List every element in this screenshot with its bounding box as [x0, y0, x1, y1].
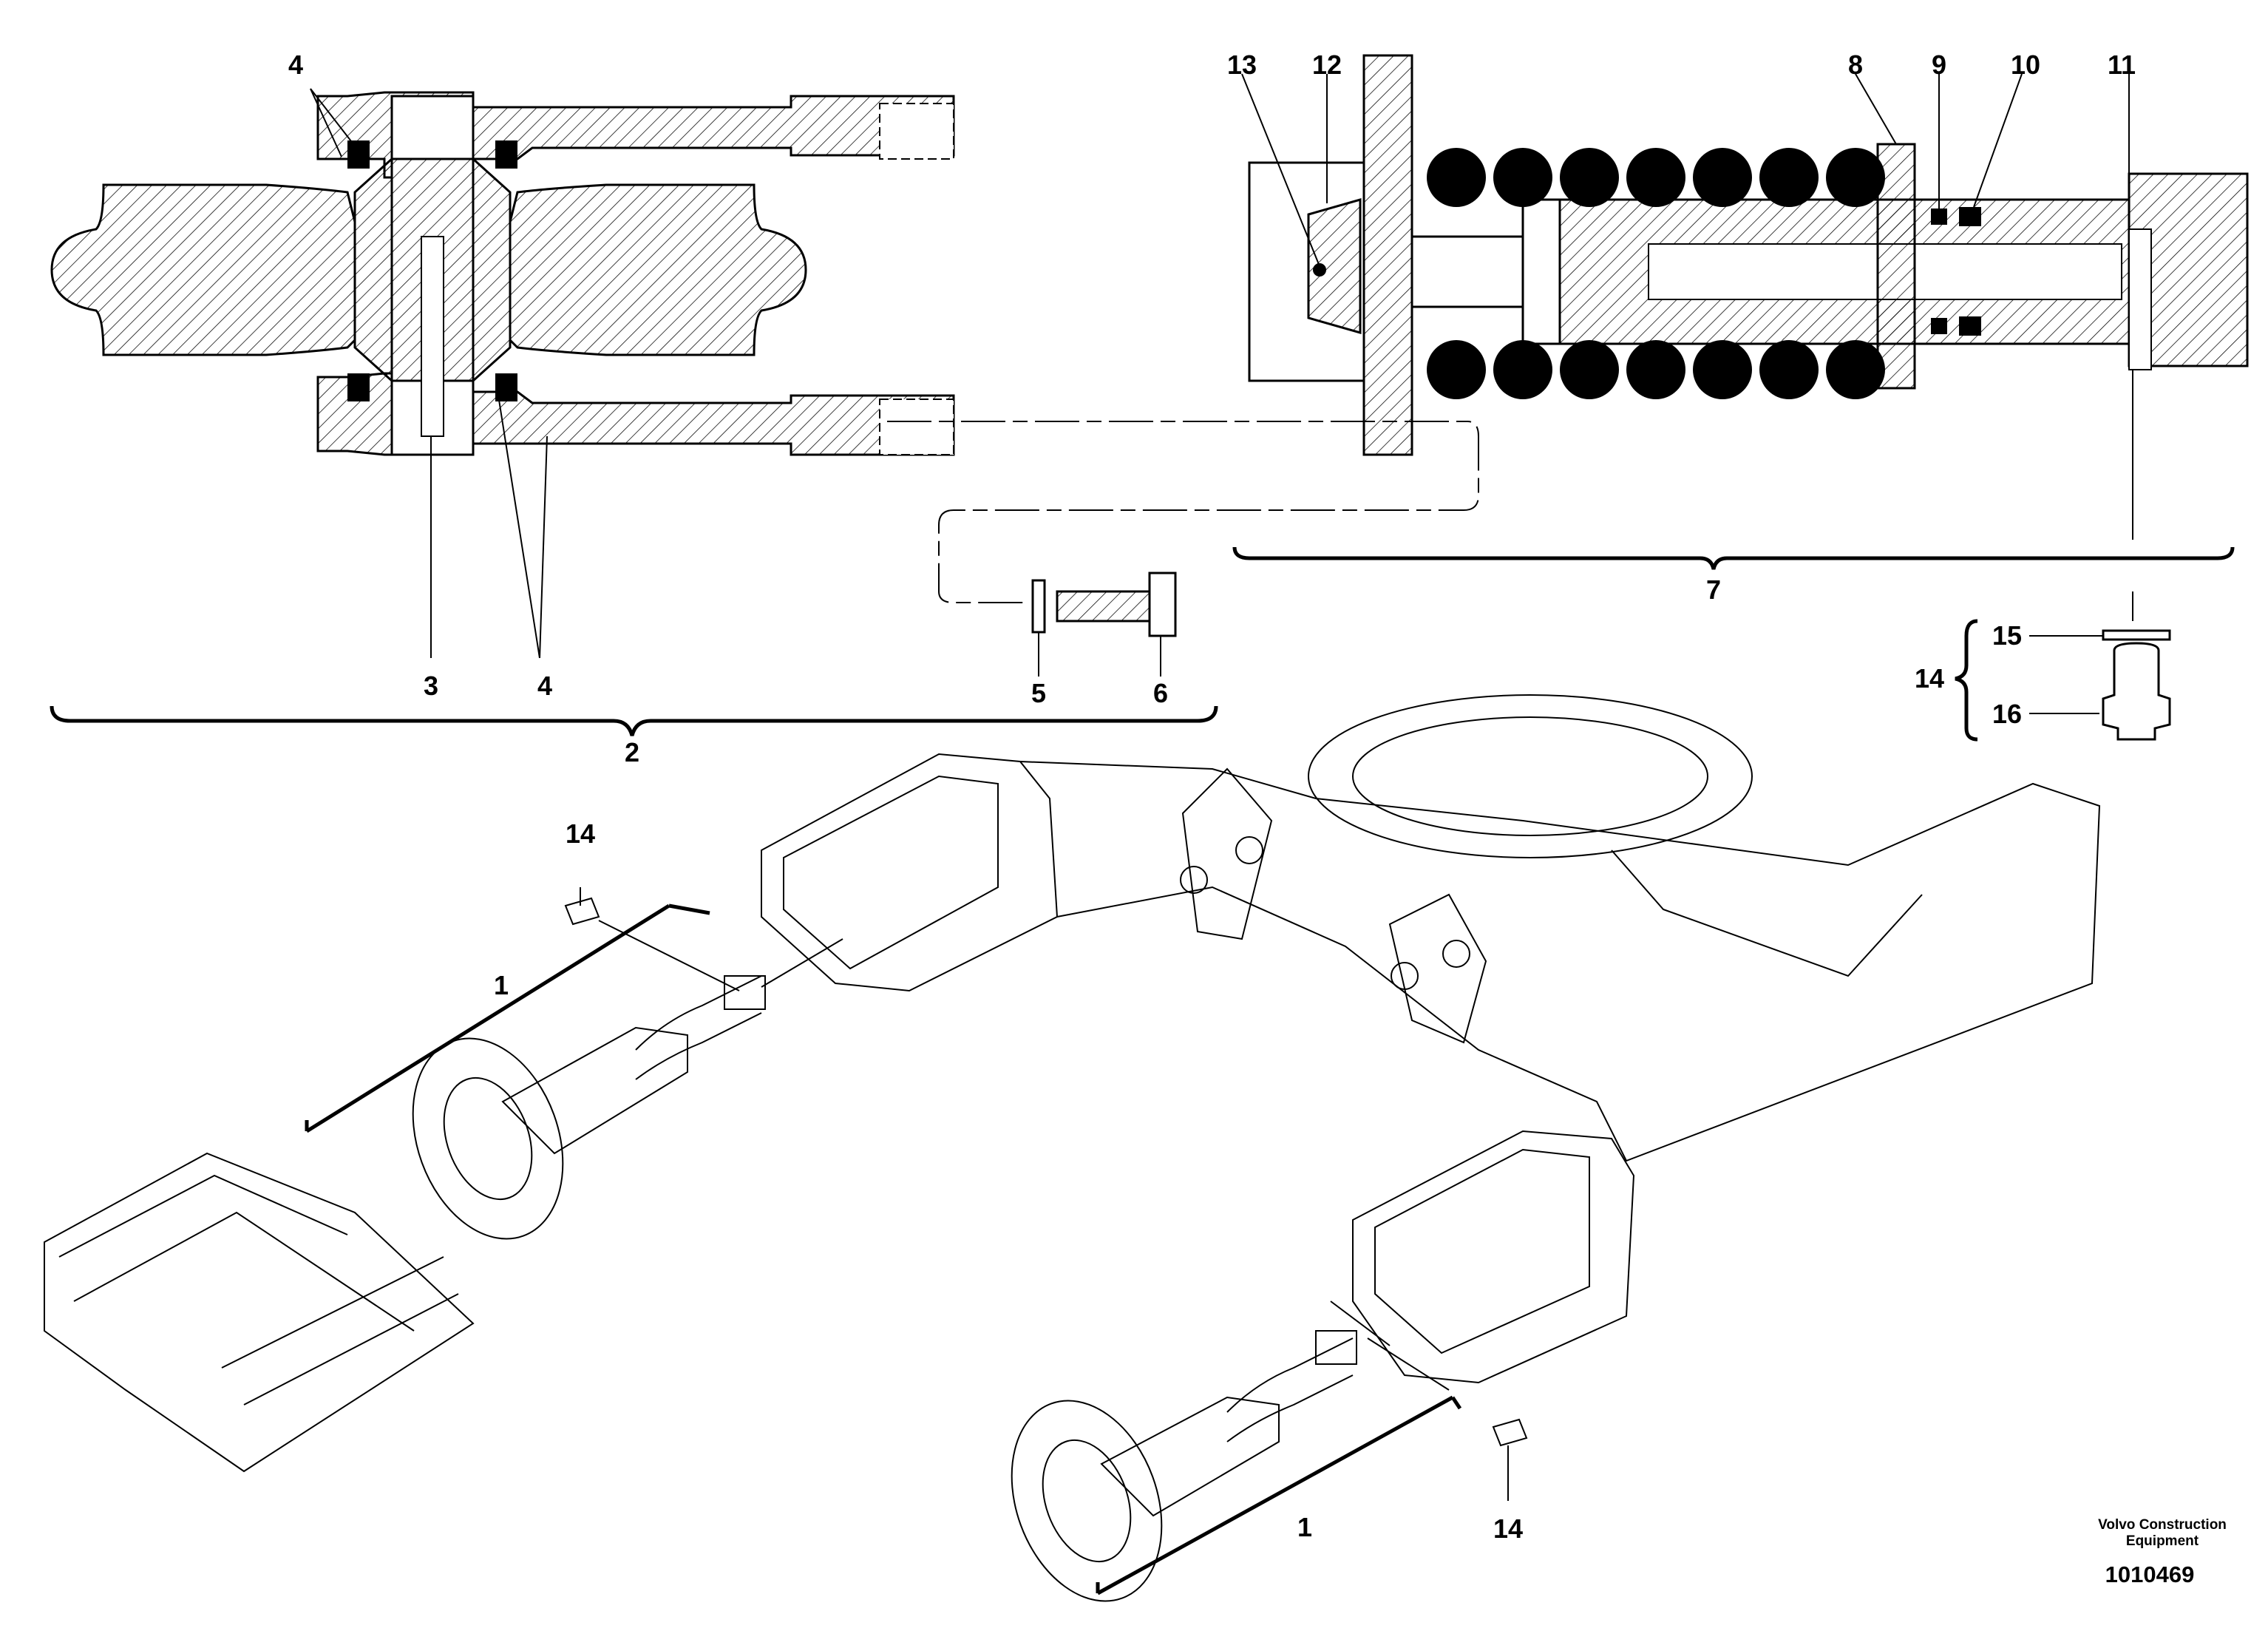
callout-3: 3 [424, 671, 438, 701]
callout-15: 15 [1992, 620, 2022, 651]
nut-12 [1307, 198, 1362, 334]
callout-4-top: 4 [288, 50, 303, 80]
callout-14-upper: 14 [566, 818, 595, 849]
leader-lines [310, 73, 2133, 1501]
footer: Volvo Construction Equipment 1010469 [2098, 1517, 2227, 1587]
callout-12: 12 [1312, 50, 1342, 80]
seal-9-top [1931, 208, 1947, 225]
callout-16: 16 [1992, 699, 2022, 729]
wiper-10-bottom [1959, 316, 1981, 336]
shaft-bore [421, 236, 444, 437]
callout-14-lower: 14 [1493, 1513, 1523, 1544]
callout-4-bottom: 4 [537, 671, 552, 701]
company-name-line1: Volvo Construction [2098, 1517, 2227, 1533]
grease-passage [2128, 228, 2152, 370]
spring-coils [1427, 148, 1885, 399]
seal-top-left [347, 140, 370, 169]
braces [50, 546, 2235, 1596]
callout-1-lower: 1 [1297, 1512, 1312, 1542]
mount-plate [1362, 54, 1413, 456]
yoke-block [1248, 161, 1365, 382]
callout-5: 5 [1031, 678, 1046, 708]
rod [1410, 235, 1524, 308]
callout-9: 9 [1932, 50, 1946, 80]
washer-15 [2102, 629, 2171, 641]
callout-8: 8 [1848, 50, 1863, 80]
callout-11: 11 [2108, 50, 2136, 80]
pin-13 [1313, 263, 1326, 277]
callout-10: 10 [2011, 50, 2040, 80]
drawing-number: 1010469 [2105, 1562, 2195, 1587]
callout-1-upper: 1 [494, 970, 509, 1000]
wheel-rim [50, 183, 356, 356]
bolt-detail [1031, 572, 2171, 741]
tensioner-section-view [1248, 54, 2249, 456]
spring-seat-8 [1876, 143, 1916, 390]
idler-section-view [50, 91, 955, 456]
piston [1521, 198, 1561, 345]
upper-thread-end [879, 103, 954, 160]
seal-9-bottom [1931, 318, 1947, 334]
seal-top-right [495, 140, 517, 169]
callout-2: 2 [625, 737, 639, 767]
callout-13: 13 [1227, 50, 1257, 80]
callout-6: 6 [1153, 678, 1168, 708]
callout-14-detail: 14 [1915, 663, 1944, 694]
callout-labels: 4 3 4 5 6 2 13 12 8 9 10 11 7 15 14 16 1… [288, 50, 2136, 1544]
lower-thread-end [879, 399, 954, 455]
callout-7: 7 [1706, 574, 1721, 605]
wheel-rim-right [509, 183, 807, 356]
grease-nipple-16 [2102, 642, 2171, 741]
company-name-line2: Equipment [2126, 1533, 2199, 1549]
washer-5 [1031, 579, 1046, 634]
bolt-6-shank [1056, 590, 1155, 623]
seal-bottom-left [347, 373, 370, 401]
bolt-6-head [1148, 572, 1177, 637]
wiper-10-top [1959, 207, 1981, 226]
upper-bracket [316, 91, 955, 179]
undercarriage-frame [44, 694, 2101, 1602]
